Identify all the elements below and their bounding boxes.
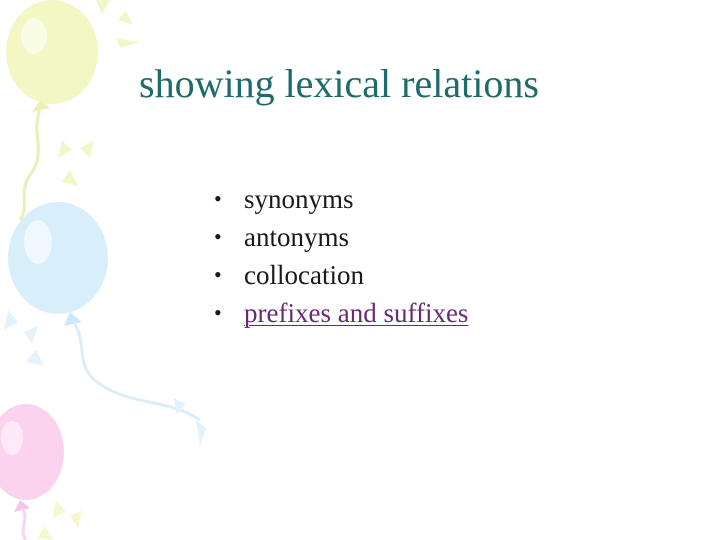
bullet-text: antonyms — [244, 222, 349, 252]
pink-balloon-icon — [0, 404, 64, 540]
list-item: • synonyms — [214, 180, 468, 218]
yellow-balloon-icon — [6, 0, 98, 221]
bullet-icon: • — [214, 186, 222, 211]
prefixes-suffixes-link[interactable]: prefixes and suffixes — [244, 298, 469, 328]
bullet-icon: • — [214, 300, 222, 325]
bullet-icon: • — [214, 262, 222, 287]
list-item: • antonyms — [214, 218, 468, 256]
bullet-icon: • — [214, 224, 222, 249]
slide-title: showing lexical relations — [139, 61, 539, 106]
list-item: • prefixes and suffixes — [214, 294, 468, 332]
bullet-text: collocation — [244, 260, 364, 290]
list-item: • collocation — [214, 256, 468, 294]
blue-balloon-icon — [8, 202, 201, 422]
bullet-list: • synonyms • antonyms • collocation • pr… — [214, 180, 468, 332]
bullet-text: synonyms — [244, 184, 354, 214]
